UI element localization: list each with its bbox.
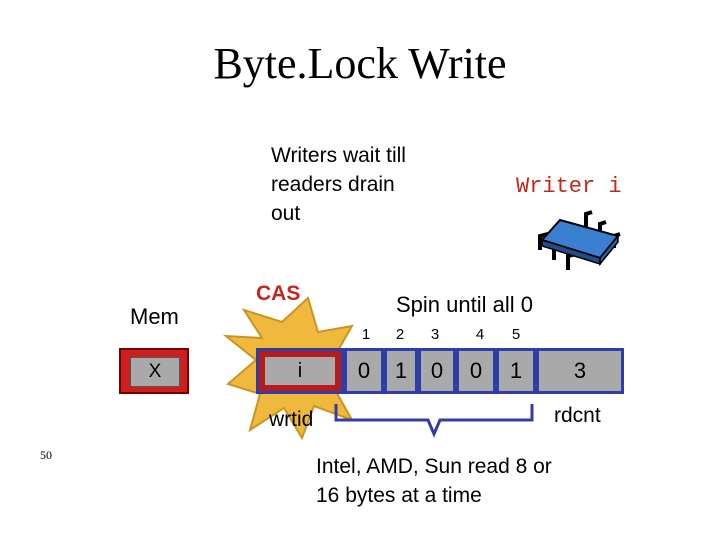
note-line: Writers wait till: [271, 144, 406, 167]
brace-icon: [334, 404, 534, 438]
byte-index-label: 2: [395, 326, 405, 343]
byte-index-label: 1: [361, 326, 371, 343]
bottom-note-line: 16 bytes at a time: [316, 484, 482, 507]
writers-wait-note: Writers wait till readers drain out: [271, 141, 461, 228]
memory-value: X: [130, 357, 180, 387]
bottom-note: Intel, AMD, Sun read 8 or 16 bytes at a …: [316, 452, 606, 510]
byte-index-label: 3: [430, 326, 440, 343]
reader-byte-cell: 0: [418, 348, 456, 394]
mem-label: Mem: [130, 304, 179, 329]
writer-id-cell: i: [256, 348, 344, 394]
read-count-cell: 3: [536, 348, 624, 394]
chip-icon: [538, 210, 621, 270]
cas-label: CAS: [256, 282, 301, 305]
note-line: out: [271, 202, 301, 225]
writer-label: Writer i: [516, 174, 622, 199]
byte-index-label: 5: [511, 326, 521, 343]
memory-cell: X: [119, 348, 189, 394]
reader-byte-cell: 1: [496, 348, 536, 394]
spin-label: Spin until all 0: [396, 292, 533, 317]
rdcnt-label: rdcnt: [554, 404, 601, 427]
note-line: readers drain: [271, 173, 395, 196]
reader-byte-cell: 1: [384, 348, 418, 394]
byte-index-label: 4: [475, 326, 485, 343]
reader-byte-cell: 0: [344, 348, 384, 394]
reader-byte-cell: 0: [456, 348, 496, 394]
writer-id-value: i: [265, 357, 335, 385]
bottom-note-line: Intel, AMD, Sun read 8 or: [316, 455, 552, 478]
wrtid-label: wrtid: [269, 408, 314, 431]
slide-title: Byte.Lock Write: [213, 39, 507, 88]
slide-number: 50: [40, 448, 52, 462]
